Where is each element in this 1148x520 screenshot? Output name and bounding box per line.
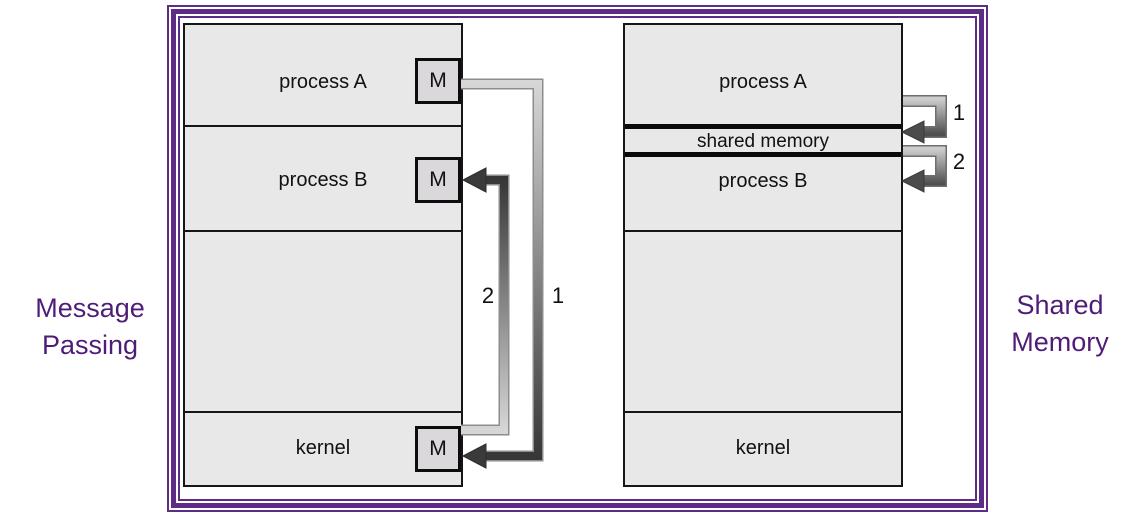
message-box-process-b: M	[415, 157, 461, 203]
message-passing-caption: Message Passing	[15, 290, 165, 364]
mp-divider-1	[185, 125, 461, 127]
sm-shared-memory-top-border	[625, 124, 901, 129]
shared-memory-caption-line2: Memory	[1011, 327, 1109, 357]
purple-frame-middle	[171, 9, 984, 508]
mp-step-2-label: 2	[481, 283, 495, 308]
message-passing-caption-line2: Passing	[41, 330, 139, 360]
sm-step-1-label: 1	[952, 100, 966, 125]
message-passing-model-box: process A process B kernel M M M	[183, 23, 463, 487]
sm-kernel-label: kernel	[735, 437, 791, 459]
shared-memory-caption: Shared Memory	[985, 287, 1135, 361]
sm-shared-memory-label: shared memory	[697, 131, 829, 152]
sm-process-b-label: process B	[718, 170, 808, 192]
message-box-kernel: M	[415, 426, 461, 472]
sm-divider-2	[625, 411, 901, 413]
sm-step-2-label: 2	[952, 149, 966, 174]
mp-divider-3	[185, 411, 461, 413]
mp-process-b-label: process B	[278, 169, 368, 191]
shared-memory-model-box: process A shared memory process B kernel	[623, 23, 903, 487]
message-passing-caption-line1: Message	[35, 293, 145, 323]
mp-process-a-label: process A	[279, 71, 367, 93]
sm-process-a-label: process A	[719, 71, 807, 93]
mp-kernel-label: kernel	[295, 437, 351, 459]
sm-divider-1	[625, 230, 901, 232]
mp-divider-2	[185, 230, 461, 232]
shared-memory-caption-line1: Shared	[1016, 290, 1104, 320]
purple-frame-outer	[167, 5, 988, 512]
mp-step-1-label: 1	[551, 283, 565, 308]
sm-shared-memory-bottom-border	[625, 152, 901, 157]
purple-frame-inner	[178, 16, 977, 501]
message-box-process-a: M	[415, 58, 461, 104]
